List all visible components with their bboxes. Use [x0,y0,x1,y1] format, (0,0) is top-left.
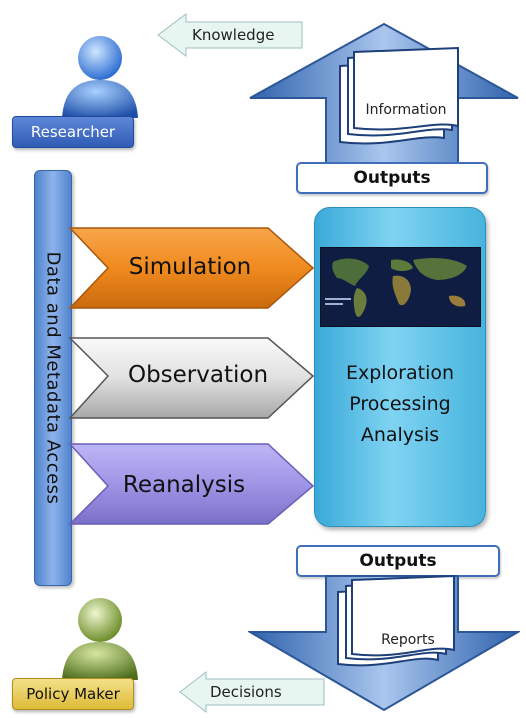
report-stack-icon [337,574,455,667]
source-chevrons: Simulation Observation Reanalysis [68,227,315,525]
decisions-label: Decisions [210,683,282,701]
analysis-label: Analysis [360,424,440,446]
reanalysis-label: Reanalysis [123,472,245,498]
processing-label: Processing [349,393,451,415]
knowledge-arrow: Knowledge [156,12,304,58]
knowledge-label: Knowledge [192,26,275,44]
reports-label: Reports [381,632,435,648]
outputs-top-box: Outputs [296,162,488,194]
center-text: Exploration Processing Analysis [315,358,485,451]
world-map-image [320,247,481,327]
exploration-processing-analysis-box: Exploration Processing Analysis [314,207,486,527]
policy-maker-badge: Policy Maker [12,678,134,710]
observation-chevron: Observation [68,337,315,419]
exploration-label: Exploration [345,362,455,384]
reports-output-arrow: Reports [246,574,522,712]
decisions-arrow: Decisions [178,670,326,714]
document-stack-icon [339,46,459,145]
information-output-arrow: Information [248,22,520,172]
simulation-label: Simulation [129,254,252,280]
simulation-chevron: Simulation [68,227,315,309]
information-label: Information [365,102,446,118]
policy-maker-icon [50,590,140,682]
observation-label: Observation [128,362,268,388]
data-metadata-access-bar: Data and Metadata Access [34,170,72,586]
researcher-icon [50,28,140,120]
reanalysis-chevron: Reanalysis [68,443,315,525]
data-metadata-access-label: Data and Metadata Access [42,251,64,505]
researcher-badge: Researcher [12,116,134,148]
outputs-bottom-box: Outputs [296,545,500,577]
